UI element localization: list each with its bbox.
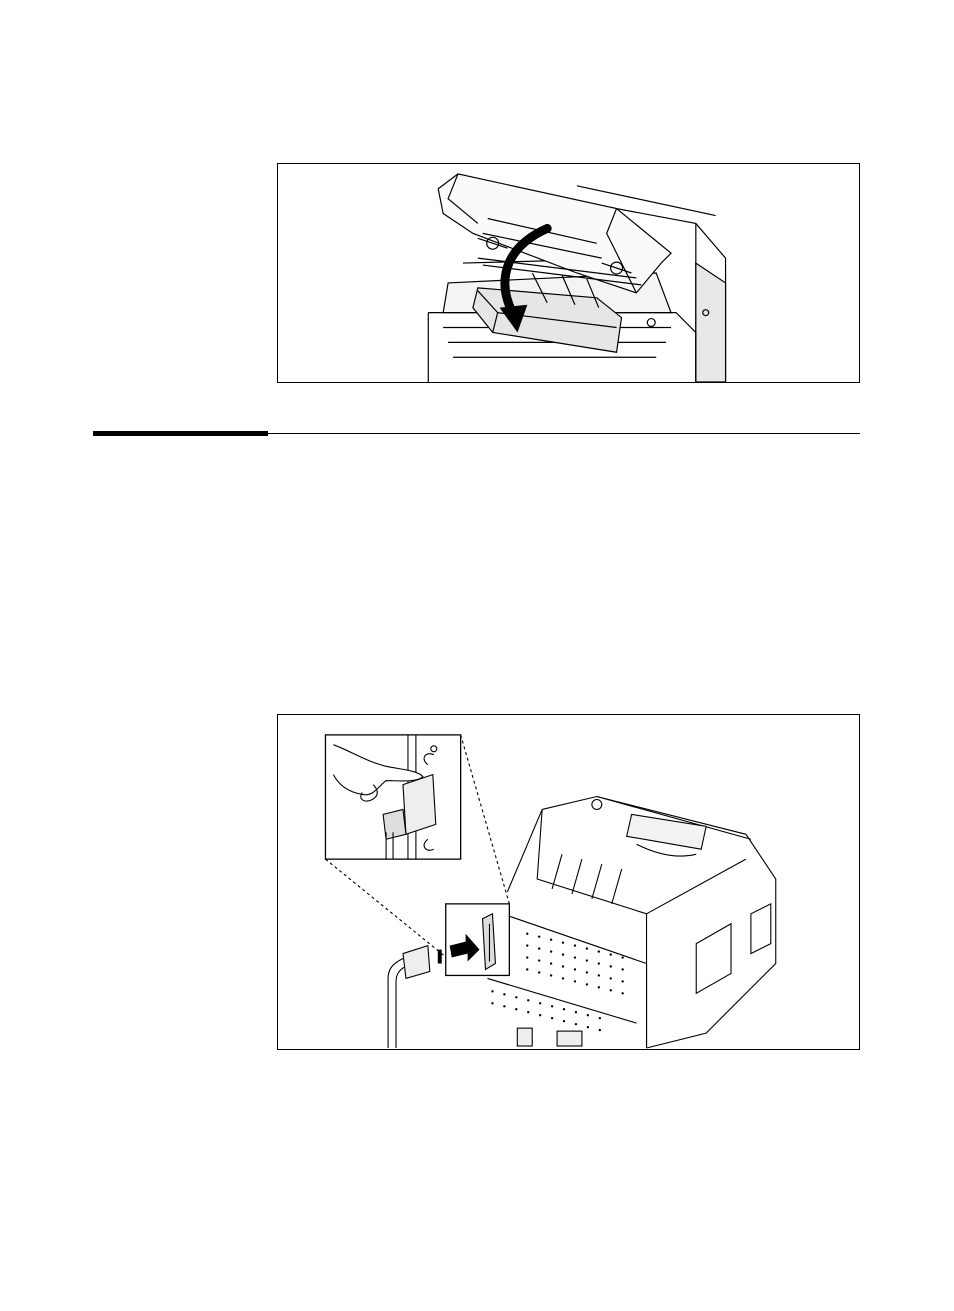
section-rule-thin <box>268 433 860 434</box>
section-rule-thick <box>93 431 268 436</box>
figure-connect-parallel-cable <box>277 714 860 1050</box>
printer-cover-illustration <box>278 164 859 382</box>
figure-close-top-cover <box>277 163 860 383</box>
printer-cable-illustration <box>278 715 859 1049</box>
vent-dots <box>491 932 624 1031</box>
